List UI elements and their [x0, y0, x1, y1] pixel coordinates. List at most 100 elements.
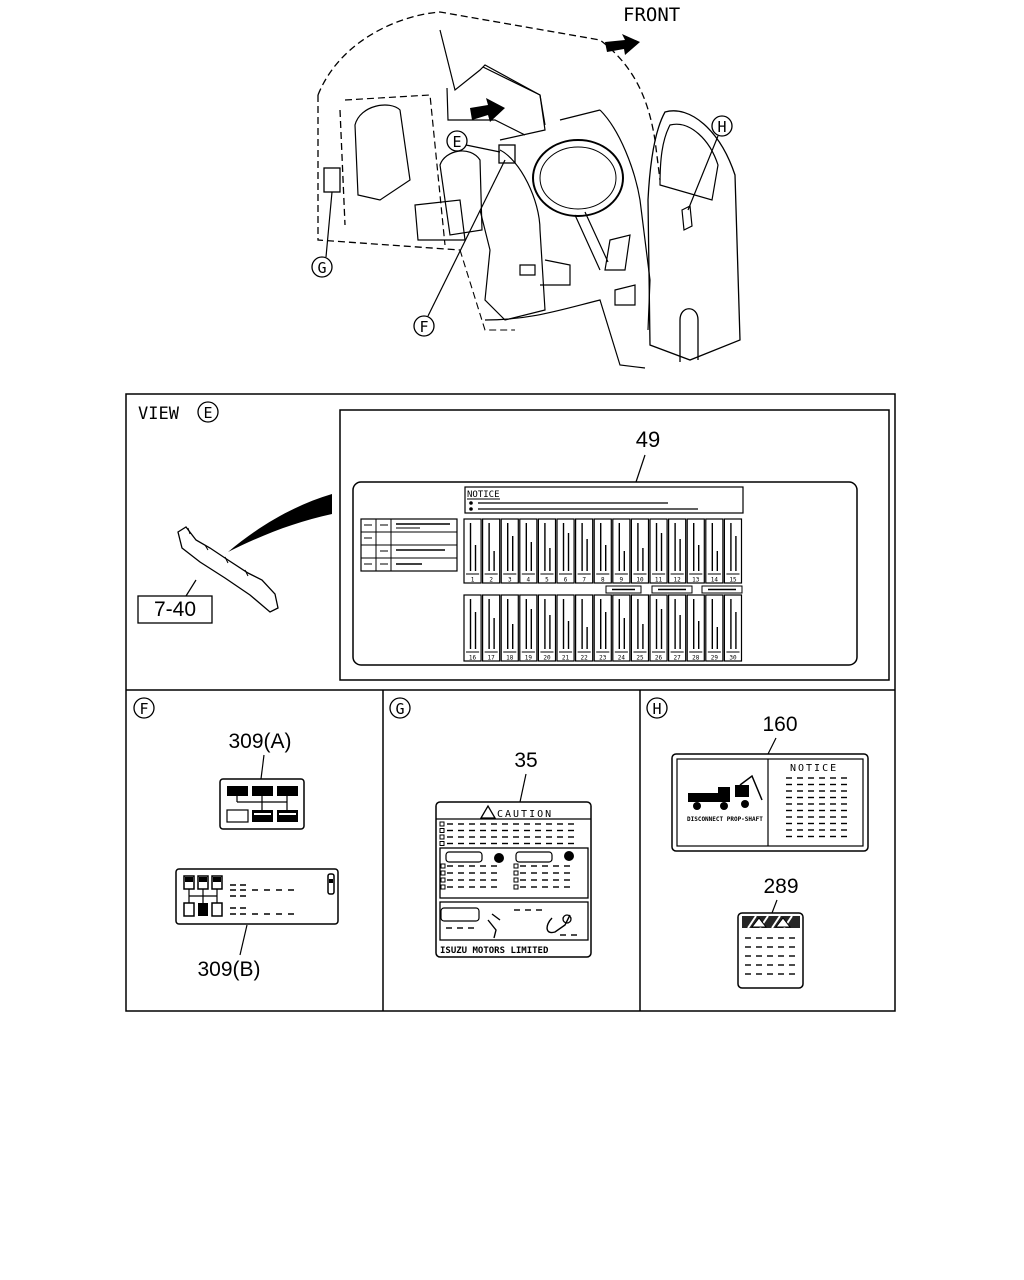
cab-illustration [317, 11, 741, 369]
fuse-cell: 11 [649, 518, 668, 584]
fuse-grid-bottom: 16 17 18 19 20 21 22 23 24 25 26 27 28 29 30 [463, 594, 743, 662]
fuse-number: 15 [729, 577, 737, 584]
part-289: 289 [763, 875, 798, 898]
panel-h-letter: H [652, 700, 661, 718]
fuse-cell: 12 [667, 518, 687, 584]
svg-text:G: G [317, 259, 326, 277]
fuse-cell: 20 [537, 594, 557, 662]
fuse-notice-heading: NOTICE [467, 490, 500, 500]
fuse-number: 9 [620, 577, 624, 584]
fuse-number: 23 [599, 655, 607, 662]
part-35: 35 [514, 749, 537, 772]
fuse-cell: 5 [537, 518, 557, 584]
fuse-number: 24 [618, 655, 626, 662]
fuse-cell: 27 [667, 594, 687, 662]
fuse-cell: 28 [686, 594, 705, 662]
fuse-number: 7 [582, 577, 586, 584]
label-309b [175, 868, 339, 925]
fuse-number: 25 [636, 655, 644, 662]
notice-label-160 [671, 753, 869, 852]
fuse-cell: 4 [519, 518, 538, 584]
fuse-cell: 19 [519, 594, 538, 662]
front-arrow-icon [605, 34, 640, 55]
panel-g-letter: G [395, 700, 404, 718]
fuse-number: 17 [488, 655, 496, 662]
fuse-cell: 17 [482, 594, 501, 662]
fuse-number: 2 [489, 577, 493, 584]
fuse-cell: 30 [723, 594, 743, 662]
fuse-number: 16 [469, 655, 477, 662]
fuse-number: 12 [674, 577, 682, 584]
view-e-title: VIEW [138, 404, 180, 424]
fuse-number: 29 [711, 655, 719, 662]
fuse-number: 27 [674, 655, 682, 662]
fuse-number: 10 [636, 577, 644, 584]
svg-text:H: H [717, 118, 726, 136]
fuse-number: 11 [655, 577, 663, 584]
fuse-number: 1 [471, 577, 475, 584]
fuse-cell: 25 [630, 594, 650, 662]
fuse-cell: 23 [593, 594, 612, 662]
fuse-cell: 18 [500, 594, 519, 662]
disconnect-text: DISCONNECT PROP-SHAFT [687, 816, 763, 823]
fuse-number: 8 [601, 577, 605, 584]
svg-text:F: F [419, 318, 428, 336]
panel-f: F 309(A) [133, 697, 339, 981]
fuse-cell: 15 [723, 518, 743, 584]
fuse-number: 22 [581, 655, 589, 662]
panel-g: G 35 CAUTION ISUZU MOTORS LIMITED [389, 697, 592, 958]
part-309b: 309(B) [197, 958, 260, 981]
view-e-panel: VIEW E 7-40 49 NOTICE [137, 401, 890, 681]
fuse-number: 20 [543, 655, 551, 662]
dash-panel-part [177, 526, 279, 613]
view-e-letter: E [203, 404, 212, 422]
part-160: 160 [762, 713, 797, 736]
fuse-cell: 22 [574, 594, 594, 662]
svg-text:E: E [452, 133, 461, 151]
front-label: FRONT [623, 4, 680, 26]
fuse-cell: 13 [686, 518, 705, 584]
panel-h: H 160 NOTICE DISCONNECT PROP-SHAFT 289 [646, 697, 869, 989]
fuse-number: 14 [711, 577, 719, 584]
isuzu-text: ISUZU MOTORS LIMITED [440, 946, 549, 956]
ref-7-40: 7-40 [154, 598, 196, 621]
tow-truck-icon [688, 774, 763, 810]
fuse-number: 6 [564, 577, 568, 584]
fuse-cell: 14 [705, 518, 724, 584]
fuse-number: 13 [692, 577, 700, 584]
notice-text-160: NOTICE [790, 763, 838, 774]
fuse-label-49 [352, 481, 858, 666]
fuse-cell: 9 [612, 518, 631, 584]
part-309a: 309(A) [228, 730, 291, 753]
fuse-cell: 6 [556, 518, 575, 584]
fuse-number: 19 [525, 655, 533, 662]
front-arrow-icon [470, 98, 505, 122]
caution-label-35 [435, 801, 592, 958]
fuse-cell: 29 [705, 594, 724, 662]
fuse-number: 28 [692, 655, 700, 662]
caution-text: CAUTION [497, 809, 553, 820]
fuse-number: 4 [527, 577, 531, 584]
fuse-legend-table [360, 518, 458, 572]
fuse-cell: 10 [630, 518, 650, 584]
fuse-number: 18 [506, 655, 514, 662]
fuse-cell: 3 [500, 518, 519, 584]
fuse-cell: 8 [593, 518, 612, 584]
fuse-number: 21 [562, 655, 570, 662]
fuse-cell: 26 [649, 594, 668, 662]
fuse-cell: 24 [612, 594, 631, 662]
fuse-cell: 2 [482, 518, 501, 584]
part-49: 49 [636, 427, 660, 452]
panels-frame [125, 393, 896, 1012]
fuse-number: 3 [508, 577, 512, 584]
zoom-wedge [228, 494, 332, 552]
fuse-cell: 7 [574, 518, 594, 584]
callout-f: F [413, 159, 506, 337]
label-289 [737, 912, 804, 989]
fuse-number: 5 [545, 577, 549, 584]
fuse-number: 26 [655, 655, 663, 662]
panel-f-letter: F [139, 700, 148, 718]
callout-h: H [687, 115, 733, 211]
